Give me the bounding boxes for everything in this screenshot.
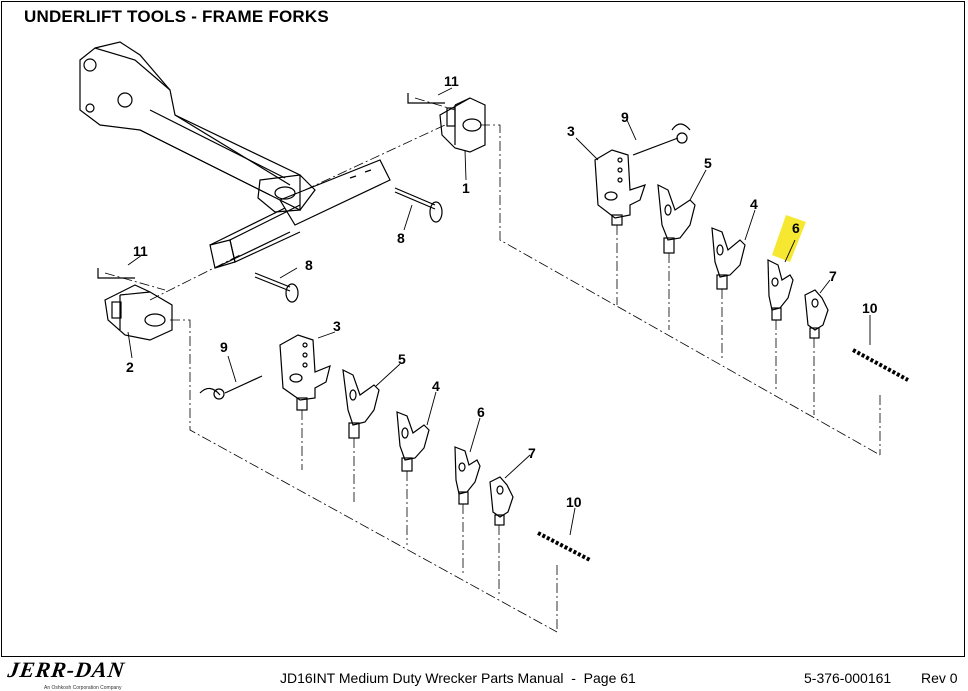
callout-5-lower: 5 bbox=[398, 351, 406, 367]
page-footer: JERR-DAN An Oshkosh Corporation Company … bbox=[0, 657, 968, 691]
revision-label: Rev 0 bbox=[921, 670, 958, 686]
pin-9-lower bbox=[199, 375, 263, 400]
callout-10-upper: 10 bbox=[862, 300, 878, 316]
fork-7-lower bbox=[489, 476, 514, 526]
frame-fork-holder-1 bbox=[439, 97, 486, 153]
fork-7-upper bbox=[804, 289, 829, 339]
callout-6-lower: 6 bbox=[477, 404, 485, 420]
callout-11-lower: 11 bbox=[133, 243, 148, 259]
fork-6-upper bbox=[767, 259, 794, 321]
callout-4-upper: 4 bbox=[750, 196, 758, 212]
pin-9-upper bbox=[632, 123, 691, 156]
manual-title: JD16INT Medium Duty Wrecker Parts Manual… bbox=[280, 670, 636, 686]
fork-6-lower bbox=[454, 446, 481, 505]
fork-5-upper bbox=[657, 183, 696, 254]
highlight-marker bbox=[772, 215, 806, 262]
callout-9-lower: 9 bbox=[220, 339, 228, 355]
fork-3-upper bbox=[594, 149, 646, 226]
chain-10-lower bbox=[537, 531, 591, 562]
fork-5-lower bbox=[342, 368, 380, 439]
pin-8-upper bbox=[394, 187, 443, 223]
brand-logo: JERR-DAN bbox=[6, 657, 127, 682]
callout-2: 2 bbox=[126, 359, 134, 375]
callout-10-lower: 10 bbox=[566, 494, 582, 510]
leader-lines bbox=[127, 87, 871, 536]
callout-11-upper: 11 bbox=[444, 73, 459, 89]
frame-fork-holder-2 bbox=[104, 284, 173, 341]
clip-11-lower bbox=[97, 268, 135, 279]
callout-4-lower: 4 bbox=[432, 378, 440, 394]
callout-8-lower: 8 bbox=[305, 257, 313, 273]
callout-7-lower: 7 bbox=[528, 445, 536, 461]
page-border bbox=[1, 1, 965, 657]
page-title: UNDERLIFT TOOLS - FRAME FORKS bbox=[24, 7, 329, 26]
callout-8-upper: 8 bbox=[397, 230, 405, 246]
document-number: 5-376-000161 bbox=[804, 670, 892, 686]
pin-8-lower bbox=[254, 272, 299, 303]
callout-1: 1 bbox=[462, 180, 470, 196]
callout-7-upper: 7 bbox=[829, 268, 837, 284]
fork-4-upper bbox=[711, 227, 746, 290]
callout-6-upper: 6 bbox=[792, 220, 800, 236]
assembly-lines bbox=[104, 97, 881, 633]
callout-3-lower: 3 bbox=[333, 318, 341, 334]
exploded-parts-diagram: 11 1 8 8 11 2 3 9 5 4 6 7 10 3 9 5 4 6 7… bbox=[79, 41, 909, 633]
underlift-boom bbox=[79, 41, 391, 269]
callout-9-upper: 9 bbox=[621, 109, 629, 125]
fork-3-lower bbox=[279, 334, 331, 411]
callout-5-upper: 5 bbox=[704, 155, 712, 171]
chain-10-upper bbox=[852, 348, 909, 382]
brand-tagline: An Oshkosh Corporation Company bbox=[44, 685, 122, 691]
callout-numbers: 11 1 8 8 11 2 3 9 5 4 6 7 10 3 9 5 4 6 7… bbox=[126, 73, 878, 510]
callout-3-upper: 3 bbox=[567, 123, 575, 139]
fork-4-lower bbox=[396, 411, 430, 472]
